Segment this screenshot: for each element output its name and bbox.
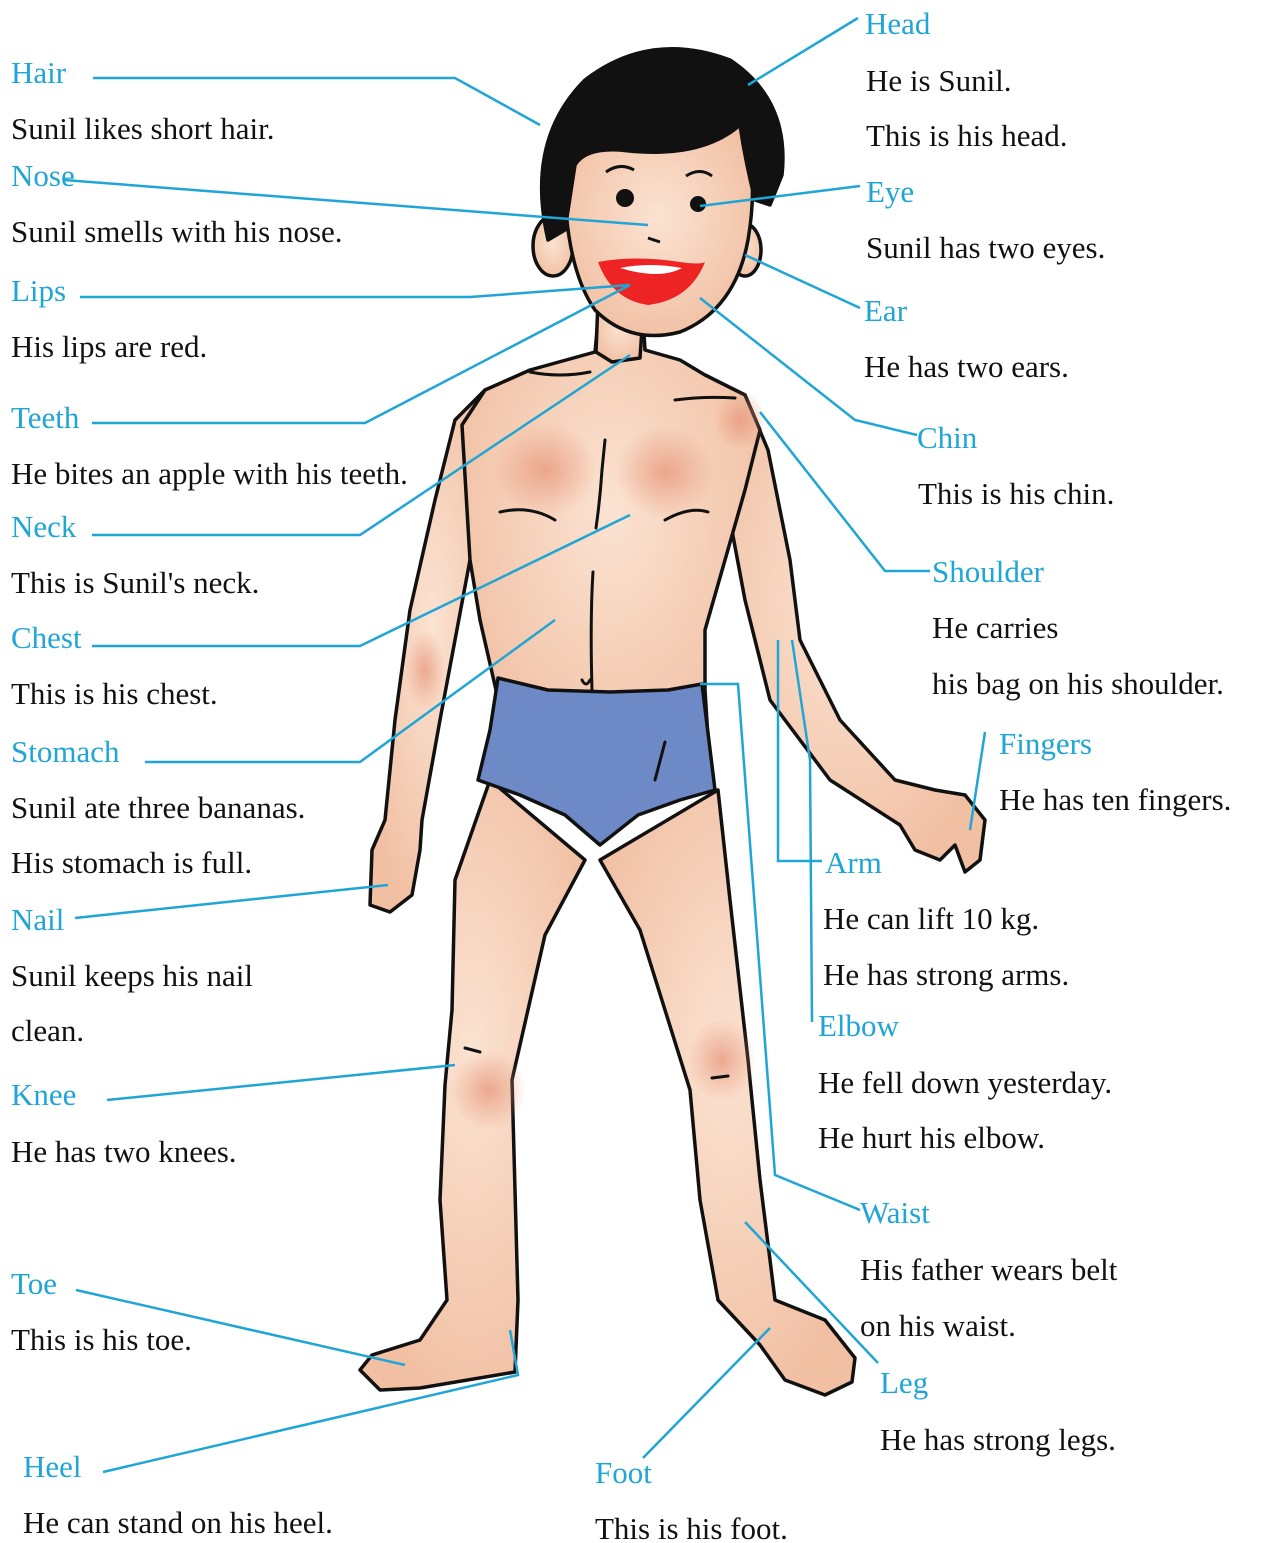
elbow-line-2: He hurt his elbow. bbox=[818, 1120, 1045, 1156]
neck-label: Neck bbox=[11, 509, 76, 545]
stomach-label: Stomach bbox=[11, 734, 120, 770]
teeth-line-1: He bites an apple with his teeth. bbox=[11, 456, 408, 492]
waist-label: Waist bbox=[860, 1195, 930, 1231]
toe-label: Toe bbox=[11, 1266, 57, 1302]
knee-leader bbox=[107, 1065, 455, 1100]
head-leader bbox=[748, 18, 858, 85]
ear-label: Ear bbox=[864, 293, 907, 329]
chest-shade-left bbox=[615, 426, 715, 518]
elbow-line-1: He fell down yesterday. bbox=[818, 1065, 1112, 1101]
nail-line-2: clean. bbox=[11, 1013, 84, 1049]
lips-label: Lips bbox=[11, 273, 66, 309]
heel-label: Heel bbox=[23, 1449, 82, 1485]
nose-line-1: Sunil smells with his nose. bbox=[11, 214, 343, 250]
heel-line-1: He can stand on his heel. bbox=[23, 1505, 333, 1541]
shoulder-label: Shoulder bbox=[932, 554, 1044, 590]
knee-line-1: He has two knees. bbox=[11, 1134, 237, 1170]
waist-line-1: His father wears belt bbox=[860, 1252, 1117, 1288]
ear-line-1: He has two ears. bbox=[864, 349, 1069, 385]
shoulder-line-2: his bag on his shoulder. bbox=[932, 666, 1224, 702]
nail-leader bbox=[75, 885, 388, 918]
arm-label: Arm bbox=[825, 845, 882, 881]
head-label: Head bbox=[865, 6, 930, 42]
stomach-line-2: His stomach is full. bbox=[11, 845, 252, 881]
arm-line-2: He has strong arms. bbox=[823, 957, 1069, 993]
neck-line-1: This is Sunil's neck. bbox=[11, 565, 259, 601]
knee-shade-right bbox=[450, 1050, 526, 1130]
nail-line-1: Sunil keeps his nail bbox=[11, 958, 253, 994]
head-line-1: He is Sunil. bbox=[866, 63, 1012, 99]
teeth-label: Teeth bbox=[11, 400, 79, 436]
fingers-label: Fingers bbox=[999, 726, 1092, 762]
hair-line-1: Sunil likes short hair. bbox=[11, 111, 275, 147]
eye-label: Eye bbox=[866, 174, 914, 210]
nail-label: Nail bbox=[11, 902, 64, 938]
foot-line-1: This is his foot. bbox=[595, 1511, 788, 1543]
foot-leader bbox=[643, 1328, 770, 1458]
chest-label: Chest bbox=[11, 620, 82, 656]
stomach-line-1: Sunil ate three bananas. bbox=[11, 790, 305, 826]
knee-mark-left bbox=[712, 1076, 728, 1078]
nose-label: Nose bbox=[11, 158, 75, 194]
fingers-line-1: He has ten fingers. bbox=[999, 782, 1231, 818]
foot-label: Foot bbox=[595, 1455, 652, 1491]
hair-label: Hair bbox=[11, 55, 66, 91]
shoulder-shade bbox=[714, 390, 766, 450]
knee-label: Knee bbox=[11, 1077, 76, 1113]
chin-line-1: This is his chin. bbox=[918, 476, 1114, 512]
arm-shade bbox=[405, 630, 445, 710]
chest-line-1: This is his chest. bbox=[11, 676, 218, 712]
right-eye-shape bbox=[616, 189, 634, 207]
waist-line-2: on his waist. bbox=[860, 1308, 1016, 1344]
left-eye-shape bbox=[690, 196, 706, 212]
shoulder-line-1: He carries bbox=[932, 610, 1059, 646]
leg-label: Leg bbox=[880, 1365, 928, 1401]
leg-line-1: He has strong legs. bbox=[880, 1422, 1116, 1458]
chin-label: Chin bbox=[917, 420, 977, 456]
arm-line-1: He can lift 10 kg. bbox=[823, 901, 1039, 937]
ear-leader bbox=[745, 255, 860, 308]
lips-line-1: His lips are red. bbox=[11, 329, 207, 365]
toe-line-1: This is his toe. bbox=[11, 1322, 192, 1358]
lips-leader bbox=[80, 285, 630, 297]
elbow-label: Elbow bbox=[818, 1008, 899, 1044]
head-line-2: This is his head. bbox=[866, 118, 1068, 154]
eye-line-1: Sunil has two eyes. bbox=[866, 230, 1105, 266]
knee-shade-left bbox=[688, 1018, 756, 1102]
